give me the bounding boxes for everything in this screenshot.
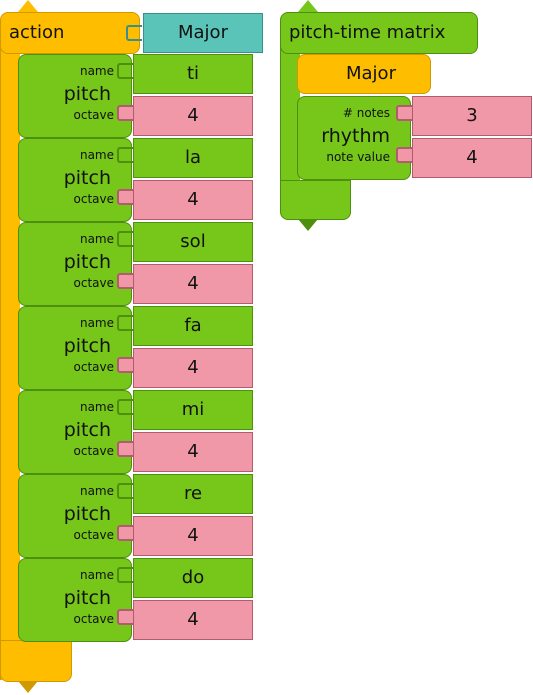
pitch-block[interactable]: name pitch octave: [18, 306, 133, 390]
pitch-name-value[interactable]: la: [133, 138, 253, 178]
octave-socket-icon: [117, 357, 133, 373]
matrix-top-notch: [298, 0, 318, 12]
pitch-name-label: name: [79, 568, 114, 582]
name-socket-icon: [117, 147, 133, 163]
pitch-block[interactable]: name pitch octave: [18, 474, 133, 558]
pitch-name-value[interactable]: re: [133, 474, 253, 514]
pitch-octave-value[interactable]: 4: [133, 348, 253, 388]
pitch-name-value[interactable]: do: [133, 558, 253, 598]
action-bottom-notch: [18, 681, 38, 693]
notes-socket-icon: [396, 105, 412, 121]
action-block[interactable]: [0, 12, 140, 54]
name-socket-icon: [117, 399, 133, 415]
pitch-octave-label: octave: [73, 360, 114, 374]
rhythm-block[interactable]: # notes rhythm note value: [297, 96, 412, 180]
pitch-block[interactable]: name pitch octave: [18, 558, 133, 642]
pitch-title: pitch: [63, 335, 111, 357]
action-label: action: [9, 22, 65, 43]
octave-socket-icon: [117, 105, 133, 121]
pitch-octave-label: octave: [73, 276, 114, 290]
pitch-octave-value[interactable]: 4: [133, 264, 253, 304]
pitch-title: pitch: [63, 251, 111, 273]
pitch-name-label: name: [79, 64, 114, 78]
name-socket-icon: [117, 315, 133, 331]
name-socket-icon: [117, 483, 133, 499]
pitch-octave-value[interactable]: 4: [133, 180, 253, 220]
pitch-title: pitch: [63, 503, 111, 525]
note-value-value[interactable]: 4: [412, 138, 532, 178]
pitch-name-value[interactable]: mi: [133, 390, 253, 430]
pitch-name-label: name: [79, 232, 114, 246]
pitch-octave-label: octave: [73, 108, 114, 122]
action-block-foot[interactable]: [0, 640, 72, 682]
octave-socket-icon: [117, 441, 133, 457]
pitch-name-label: name: [79, 400, 114, 414]
pitch-name-label: name: [79, 484, 114, 498]
notes-count-label: # notes: [342, 106, 390, 120]
pitch-octave-label: octave: [73, 528, 114, 542]
matrix-block-foot[interactable]: [280, 180, 351, 220]
pitch-time-matrix-block[interactable]: [280, 12, 478, 54]
pitch-name-value[interactable]: sol: [133, 222, 253, 262]
action-name-arg[interactable]: Major: [143, 13, 263, 53]
rhythm-title: rhythm: [321, 125, 390, 147]
action-block-body[interactable]: [0, 40, 20, 680]
pitch-block[interactable]: name pitch octave: [18, 390, 133, 474]
note-value-socket-icon: [396, 147, 412, 163]
pitch-title: pitch: [63, 419, 111, 441]
note-value-label: note value: [326, 150, 390, 164]
pitch-octave-value[interactable]: 4: [133, 516, 253, 556]
pitch-octave-value[interactable]: 4: [133, 432, 253, 472]
pitch-octave-label: octave: [73, 192, 114, 206]
pitch-block[interactable]: name pitch octave: [18, 54, 133, 138]
action-top-notch: [18, 0, 38, 12]
matrix-label: pitch-time matrix: [289, 22, 446, 43]
notes-count-value[interactable]: 3: [412, 96, 532, 136]
pitch-block[interactable]: name pitch octave: [18, 222, 133, 306]
matrix-major-action-block[interactable]: Major: [297, 54, 431, 94]
name-socket-icon: [117, 567, 133, 583]
pitch-title: pitch: [63, 167, 111, 189]
pitch-octave-label: octave: [73, 612, 114, 626]
pitch-name-label: name: [79, 148, 114, 162]
pitch-title: pitch: [63, 587, 111, 609]
name-socket-icon: [117, 231, 133, 247]
matrix-block-body[interactable]: [280, 40, 300, 190]
octave-socket-icon: [117, 609, 133, 625]
pitch-octave-value[interactable]: 4: [133, 96, 253, 136]
octave-socket-icon: [117, 525, 133, 541]
pitch-title: pitch: [63, 83, 111, 105]
matrix-bottom-notch: [298, 219, 318, 231]
name-socket-icon: [117, 63, 133, 79]
octave-socket-icon: [117, 189, 133, 205]
pitch-name-value[interactable]: ti: [133, 54, 253, 94]
arg-socket-icon: [126, 25, 142, 41]
pitch-name-label: name: [79, 316, 114, 330]
pitch-name-value[interactable]: fa: [133, 306, 253, 346]
pitch-block[interactable]: name pitch octave: [18, 138, 133, 222]
pitch-octave-label: octave: [73, 444, 114, 458]
octave-socket-icon: [117, 273, 133, 289]
pitch-octave-value[interactable]: 4: [133, 600, 253, 640]
